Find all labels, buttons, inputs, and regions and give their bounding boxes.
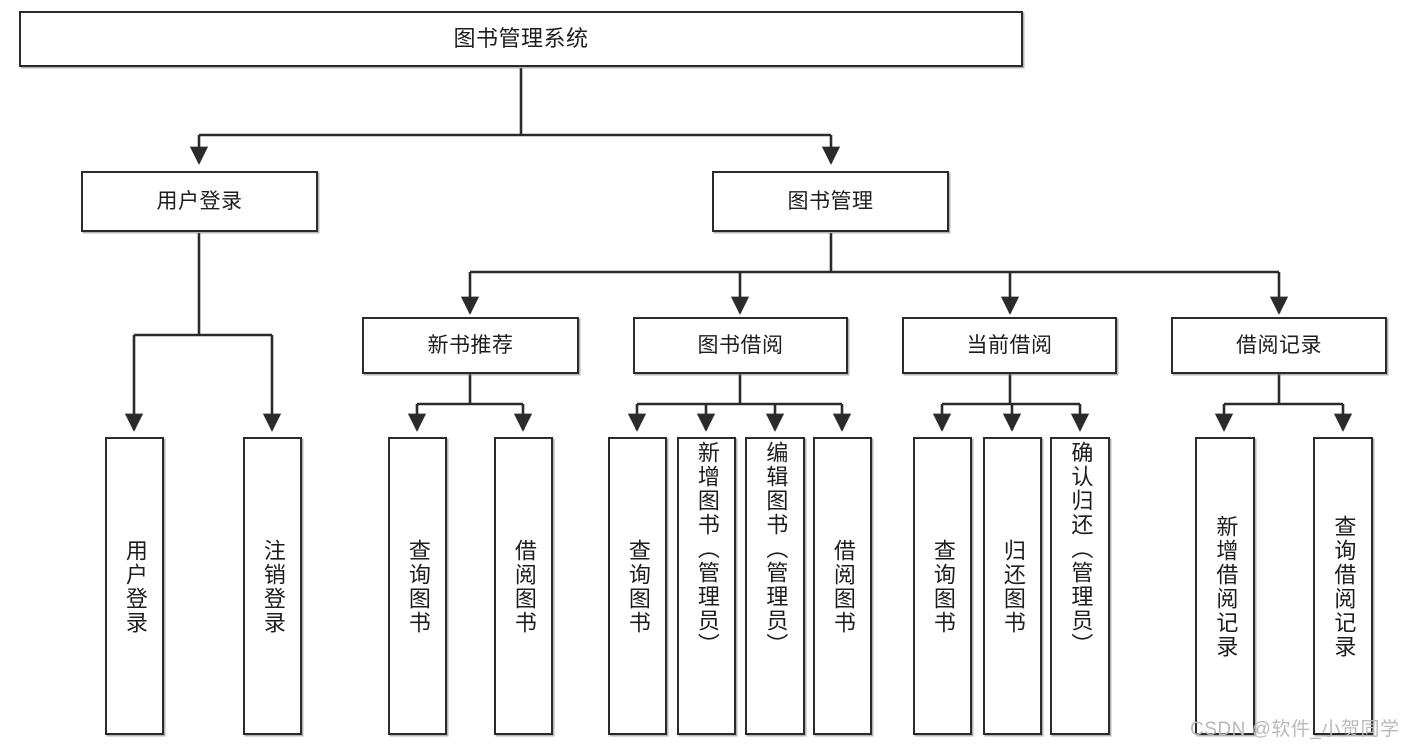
node-leaf-confirm-return-label: 确认归还（管理员） [1068, 441, 1094, 657]
node-leaf-borrow-book-2[interactable]: 借阅图书 [813, 437, 872, 735]
node-leaf-return-book[interactable]: 归还图书 [983, 437, 1042, 735]
node-user-login-label: 用户登录 [156, 189, 243, 213]
node-leaf-edit-book[interactable]: 编辑图书（管理员） [745, 437, 805, 735]
node-leaf-query-book-3-label: 查询图书 [930, 539, 956, 635]
node-book-manage[interactable]: 图书管理 [712, 171, 949, 232]
node-current-borrow[interactable]: 当前借阅 [902, 317, 1117, 374]
node-leaf-return-book-label: 归还图书 [1000, 539, 1026, 635]
node-root[interactable]: 图书管理系统 [19, 11, 1023, 67]
node-book-manage-label: 图书管理 [787, 189, 874, 213]
node-leaf-query-book-1-label: 查询图书 [405, 539, 431, 635]
node-leaf-borrow-book-1[interactable]: 借阅图书 [494, 437, 553, 735]
node-leaf-edit-book-label: 编辑图书（管理员） [763, 441, 789, 657]
node-leaf-user-login[interactable]: 用户登录 [105, 437, 164, 735]
node-leaf-add-record[interactable]: 新增借阅记录 [1195, 437, 1255, 735]
node-leaf-query-book-3[interactable]: 查询图书 [913, 437, 972, 735]
node-new-book-rec-label: 新书推荐 [427, 333, 514, 357]
node-new-book-rec[interactable]: 新书推荐 [362, 317, 579, 374]
node-leaf-borrow-book-1-label: 借阅图书 [511, 539, 537, 635]
node-leaf-add-record-label: 新增借阅记录 [1213, 515, 1239, 659]
node-leaf-borrow-book-2-label: 借阅图书 [830, 539, 856, 635]
node-leaf-query-book-2-label: 查询图书 [625, 539, 651, 635]
node-borrow-record[interactable]: 借阅记录 [1171, 317, 1387, 374]
node-root-label: 图书管理系统 [453, 25, 589, 51]
node-leaf-logout-login-label: 注销登录 [260, 539, 286, 635]
node-leaf-query-record-label: 查询借阅记录 [1331, 515, 1357, 659]
node-leaf-add-book[interactable]: 新增图书（管理员） [677, 437, 736, 735]
node-leaf-user-login-label: 用户登录 [122, 539, 148, 635]
node-leaf-query-record[interactable]: 查询借阅记录 [1313, 437, 1373, 735]
node-borrow-record-label: 借阅记录 [1236, 333, 1322, 357]
node-leaf-confirm-return[interactable]: 确认归还（管理员） [1050, 437, 1110, 735]
node-leaf-query-book-2[interactable]: 查询图书 [608, 437, 667, 735]
node-leaf-logout-login[interactable]: 注销登录 [243, 437, 302, 735]
node-leaf-add-book-label: 新增图书（管理员） [694, 441, 720, 657]
node-book-borrow[interactable]: 图书借阅 [633, 317, 848, 374]
node-user-login[interactable]: 用户登录 [81, 171, 318, 232]
node-current-borrow-label: 当前借阅 [966, 333, 1053, 357]
node-book-borrow-label: 图书借阅 [697, 333, 784, 357]
node-leaf-query-book-1[interactable]: 查询图书 [388, 437, 447, 735]
